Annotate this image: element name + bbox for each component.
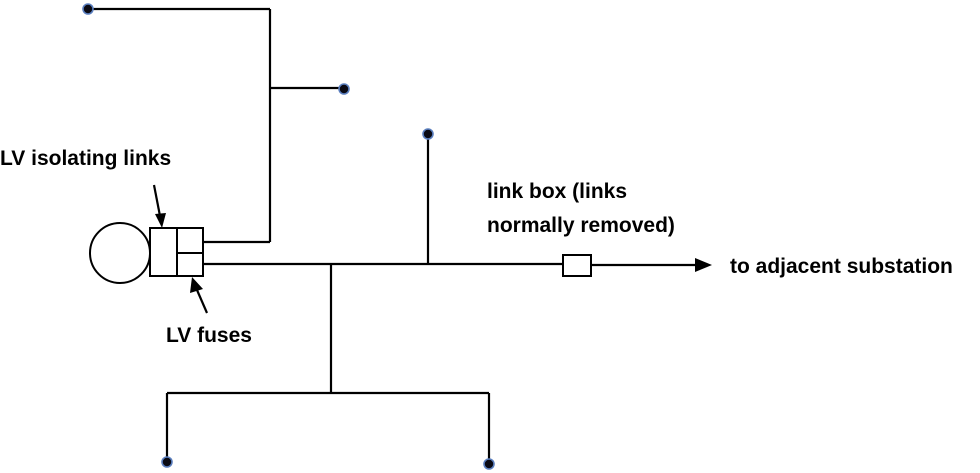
terminal-dot-icon [483,458,495,470]
substation [89,222,204,284]
upper-feeder [88,7,346,244]
terminal-dot-icon [422,128,434,140]
terminal-dot-icon [82,3,94,15]
fuses-arrowhead-icon [190,277,203,293]
terminal-dot-icon [338,83,350,95]
fuses-pointer [195,289,209,314]
lv-fuse-lower [176,252,204,277]
lv-fuse-upper [176,227,204,254]
lower-feeder [165,264,491,464]
main-feeder [202,134,712,272]
link-box [562,254,592,277]
link-box-label-line2: normally removed) [487,214,675,237]
lv-fuses-label: LV fuses [166,324,252,347]
isolating-links-pointer [152,184,162,217]
isolating-links-arrowhead-icon [155,213,166,228]
lv-isolating-links-label: LV isolating links [0,147,171,170]
arrowhead-icon [695,258,712,272]
terminal-dot-icon [161,456,173,468]
terminals [82,3,495,470]
lv-isolating-links-box [149,227,178,277]
link-box-label-line1: link box (links [487,180,627,203]
transformer-icon [89,222,151,284]
callouts [152,184,209,314]
adjacent-substation-label: to adjacent substation [730,255,953,278]
